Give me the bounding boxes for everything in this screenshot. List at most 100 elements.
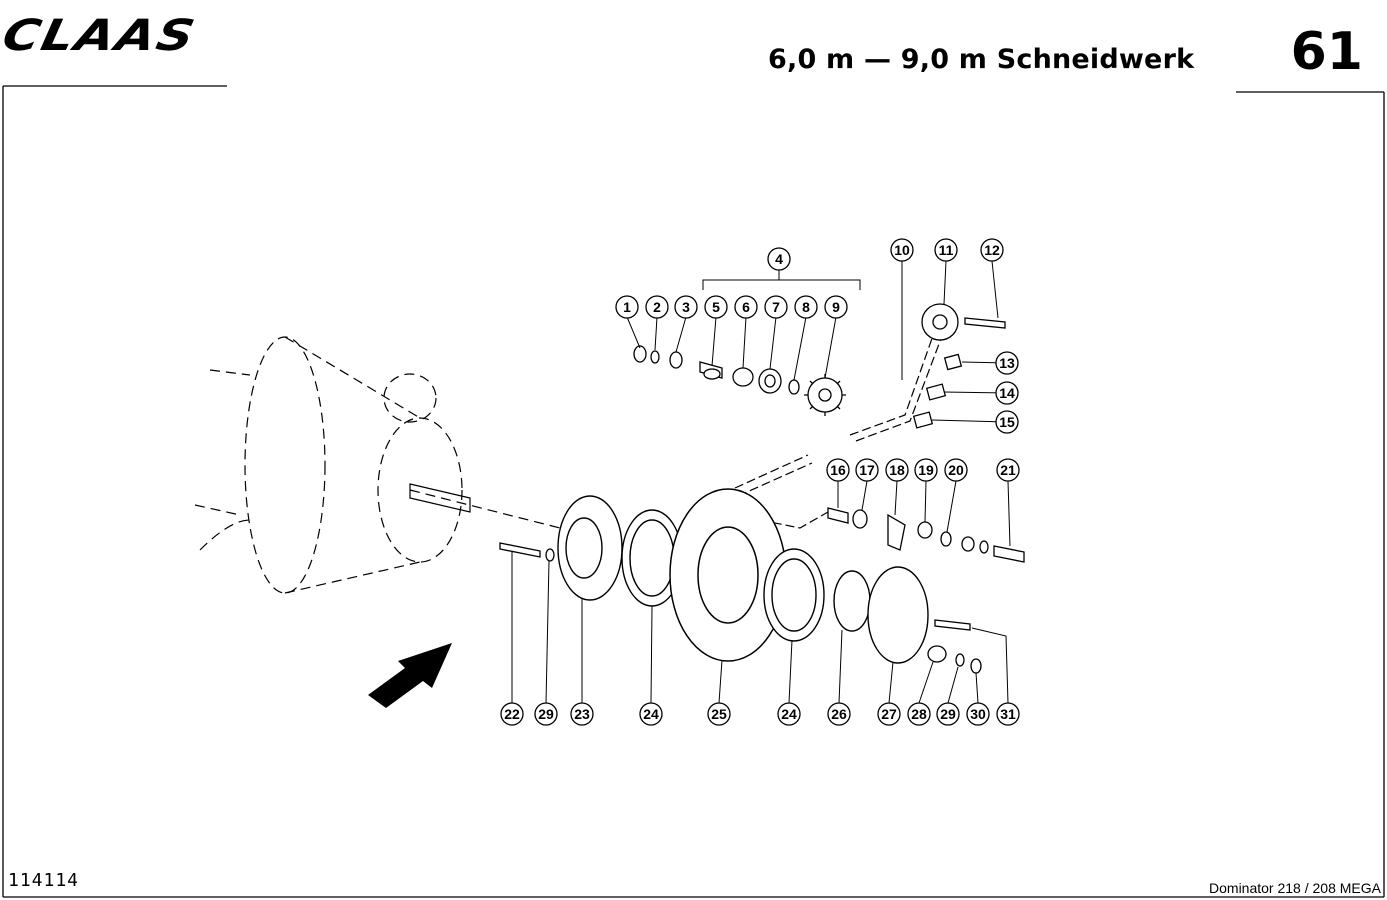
callout-c24b: 24 xyxy=(777,702,801,726)
callout-c28: 28 xyxy=(907,702,931,726)
callout-c29b: 29 xyxy=(936,702,960,726)
callout-label: 11 xyxy=(939,242,954,258)
chain-links xyxy=(912,353,963,429)
callout-label: 1 xyxy=(623,299,631,315)
callout-c15: 15 xyxy=(995,410,1019,434)
callout-c16: 16 xyxy=(826,458,850,482)
callout-circle xyxy=(980,238,1004,262)
callout-circle xyxy=(944,458,968,482)
friction-disc-24a xyxy=(621,509,683,607)
callout-c7: 7 xyxy=(764,295,788,319)
callout-circle xyxy=(734,295,758,319)
callout-label: 5 xyxy=(712,299,720,315)
callout-circle xyxy=(934,238,958,262)
callout-c11: 11 xyxy=(934,238,958,262)
callout-circle xyxy=(767,247,791,271)
callout-c27: 27 xyxy=(877,702,901,726)
callout-c22: 22 xyxy=(500,702,524,726)
callout-label: 3 xyxy=(682,299,690,315)
callout-circle xyxy=(995,381,1019,405)
callout-circle xyxy=(936,702,960,726)
callout-circle xyxy=(764,295,788,319)
pin-12 xyxy=(964,317,1006,329)
callout-label: 19 xyxy=(918,462,934,478)
page-number: 61 xyxy=(1290,22,1363,82)
model-designation: Dominator 218 / 208 MEGA xyxy=(1209,880,1381,896)
parts-28-30 xyxy=(927,619,982,674)
callout-circle xyxy=(995,410,1019,434)
callout-circle xyxy=(885,458,909,482)
callout-label: 22 xyxy=(504,706,520,722)
callout-circle xyxy=(966,702,990,726)
callout-c23: 23 xyxy=(570,702,594,726)
shaft-stub xyxy=(409,483,471,513)
callout-circle xyxy=(827,702,851,726)
callout-label: 10 xyxy=(894,242,910,258)
callout-circle xyxy=(777,702,801,726)
callout-circle xyxy=(534,702,558,726)
small-sprocket-11 xyxy=(921,303,959,341)
callout-circle xyxy=(500,702,524,726)
callout-label: 21 xyxy=(1000,462,1016,478)
callout-circle xyxy=(704,295,728,319)
spring-ring-26 xyxy=(833,570,871,632)
callout-c31: 31 xyxy=(996,702,1020,726)
callout-circle xyxy=(890,238,914,262)
callout-circle xyxy=(877,702,901,726)
direction-arrow-icon xyxy=(368,643,452,708)
callout-label: 18 xyxy=(889,462,905,478)
callout-c9: 9 xyxy=(824,295,848,319)
callout-label: 30 xyxy=(970,706,986,722)
callout-c12: 12 xyxy=(980,238,1004,262)
callout-circle xyxy=(794,295,818,319)
callout-c10: 10 xyxy=(890,238,914,262)
callout-label: 13 xyxy=(999,355,1015,371)
callout-c1: 1 xyxy=(615,295,639,319)
callout-c26: 26 xyxy=(827,702,851,726)
callout-label: 2 xyxy=(653,299,661,315)
callout-c2: 2 xyxy=(645,295,669,319)
callout-label: 24 xyxy=(781,706,797,722)
leader-lines xyxy=(511,260,1011,704)
callout-label: 31 xyxy=(1000,706,1016,722)
callout-label: 7 xyxy=(772,299,780,315)
callout-label: 15 xyxy=(999,414,1015,430)
callout-circle xyxy=(615,295,639,319)
callout-c30: 30 xyxy=(966,702,990,726)
callout-circle xyxy=(995,351,1019,375)
pressure-plate-27 xyxy=(867,566,929,664)
callout-c21: 21 xyxy=(996,458,1020,482)
callout-c6: 6 xyxy=(734,295,758,319)
hub-23 xyxy=(557,495,623,601)
friction-disc-24b xyxy=(763,548,825,642)
callout-c17: 17 xyxy=(855,458,879,482)
callout-circle xyxy=(570,702,594,726)
callout-c18: 18 xyxy=(885,458,909,482)
callout-c8: 8 xyxy=(794,295,818,319)
callout-c19: 19 xyxy=(914,458,938,482)
callout-circle xyxy=(855,458,879,482)
callout-label: 20 xyxy=(948,462,964,478)
callout-label: 4 xyxy=(775,251,783,267)
page-title: 6,0 m — 9,0 m Schneidwerk xyxy=(768,44,1195,75)
callout-circle xyxy=(824,295,848,319)
callout-c14: 14 xyxy=(995,381,1019,405)
callout-c25: 25 xyxy=(707,702,731,726)
callout-label: 27 xyxy=(881,706,897,722)
callout-circle xyxy=(826,458,850,482)
parts-top-left xyxy=(633,345,800,395)
bolt-22 xyxy=(499,542,541,558)
callout-label: 8 xyxy=(802,299,810,315)
callout-circle xyxy=(645,295,669,319)
callout-label: 16 xyxy=(830,462,846,478)
callout-c4: 4 xyxy=(767,247,791,271)
header-rules xyxy=(2,85,1385,898)
document-number: 114114 xyxy=(8,870,80,891)
callout-label: 17 xyxy=(859,462,875,478)
callout-label: 23 xyxy=(574,706,590,722)
callout-circle xyxy=(996,458,1020,482)
callout-label: 6 xyxy=(742,299,750,315)
callout-circle xyxy=(707,702,731,726)
